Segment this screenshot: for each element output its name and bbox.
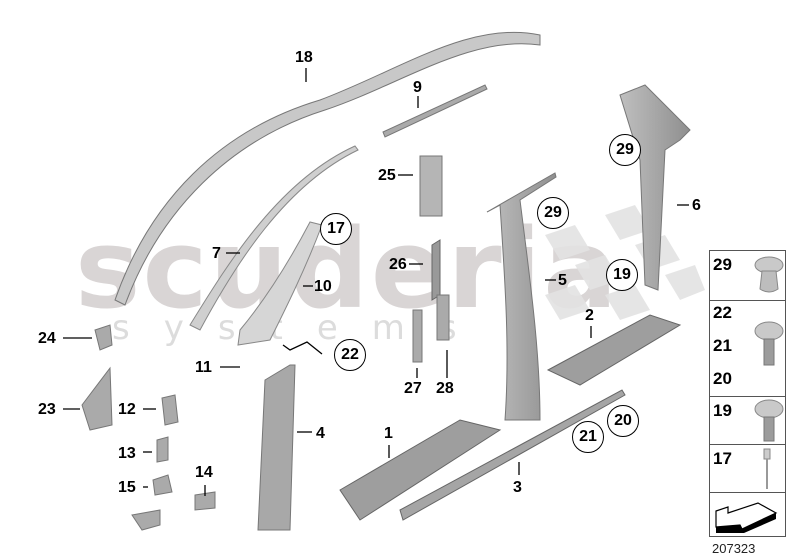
blind-rivet-icon xyxy=(763,448,771,489)
part-label-14[interactable]: 14 xyxy=(195,464,213,481)
circled-label-19[interactable]: 19 xyxy=(606,259,638,291)
part-label-6[interactable]: 6 xyxy=(692,197,701,214)
legend-row-19[interactable]: 19 xyxy=(710,397,785,445)
part-label-7[interactable]: 7 xyxy=(212,245,221,262)
part-label-25[interactable]: 25 xyxy=(378,167,396,184)
fastener-legend: 29 22 21 20 19 17 xyxy=(709,250,786,537)
part-label-10[interactable]: 10 xyxy=(314,278,332,295)
legend-row-arrow xyxy=(710,493,785,536)
part-label-26[interactable]: 26 xyxy=(389,256,407,273)
part-label-28[interactable]: 28 xyxy=(436,380,454,397)
part-label-5[interactable]: 5 xyxy=(558,272,567,289)
part-label-18[interactable]: 18 xyxy=(295,49,313,66)
part-label-12[interactable]: 12 xyxy=(118,401,136,418)
legend-row-17[interactable]: 17 xyxy=(710,445,785,493)
watermark-sub: systems xyxy=(112,308,491,348)
document-number: 207323 xyxy=(712,541,756,556)
circled-label-20[interactable]: 20 xyxy=(607,405,639,437)
circled-label-17[interactable]: 17 xyxy=(320,213,352,245)
legend-row-22-21-20[interactable]: 22 21 20 xyxy=(710,301,785,397)
part-label-27[interactable]: 27 xyxy=(404,380,422,397)
part-label-11[interactable]: 11 xyxy=(195,359,212,376)
part-label-23[interactable]: 23 xyxy=(38,401,56,418)
part-label-3[interactable]: 3 xyxy=(513,479,522,496)
part-label-13[interactable]: 13 xyxy=(118,445,136,462)
direction-arrow-icon xyxy=(715,502,778,533)
part-label-15[interactable]: 15 xyxy=(118,479,136,496)
screw-icon xyxy=(754,321,784,366)
circled-label-22[interactable]: 22 xyxy=(334,339,366,371)
part-label-2[interactable]: 2 xyxy=(585,307,594,324)
part-label-24[interactable]: 24 xyxy=(38,330,56,347)
circled-label-21[interactable]: 21 xyxy=(572,421,604,453)
screw-icon xyxy=(754,399,784,442)
circled-label-29[interactable]: 29 xyxy=(609,134,641,166)
part-label-4[interactable]: 4 xyxy=(316,425,325,442)
part-label-1[interactable]: 1 xyxy=(384,425,393,442)
part-label-9[interactable]: 9 xyxy=(413,79,422,96)
legend-row-29[interactable]: 29 xyxy=(710,251,785,301)
push-rivet-icon xyxy=(754,256,784,293)
circled-label-29[interactable]: 29 xyxy=(537,197,569,229)
